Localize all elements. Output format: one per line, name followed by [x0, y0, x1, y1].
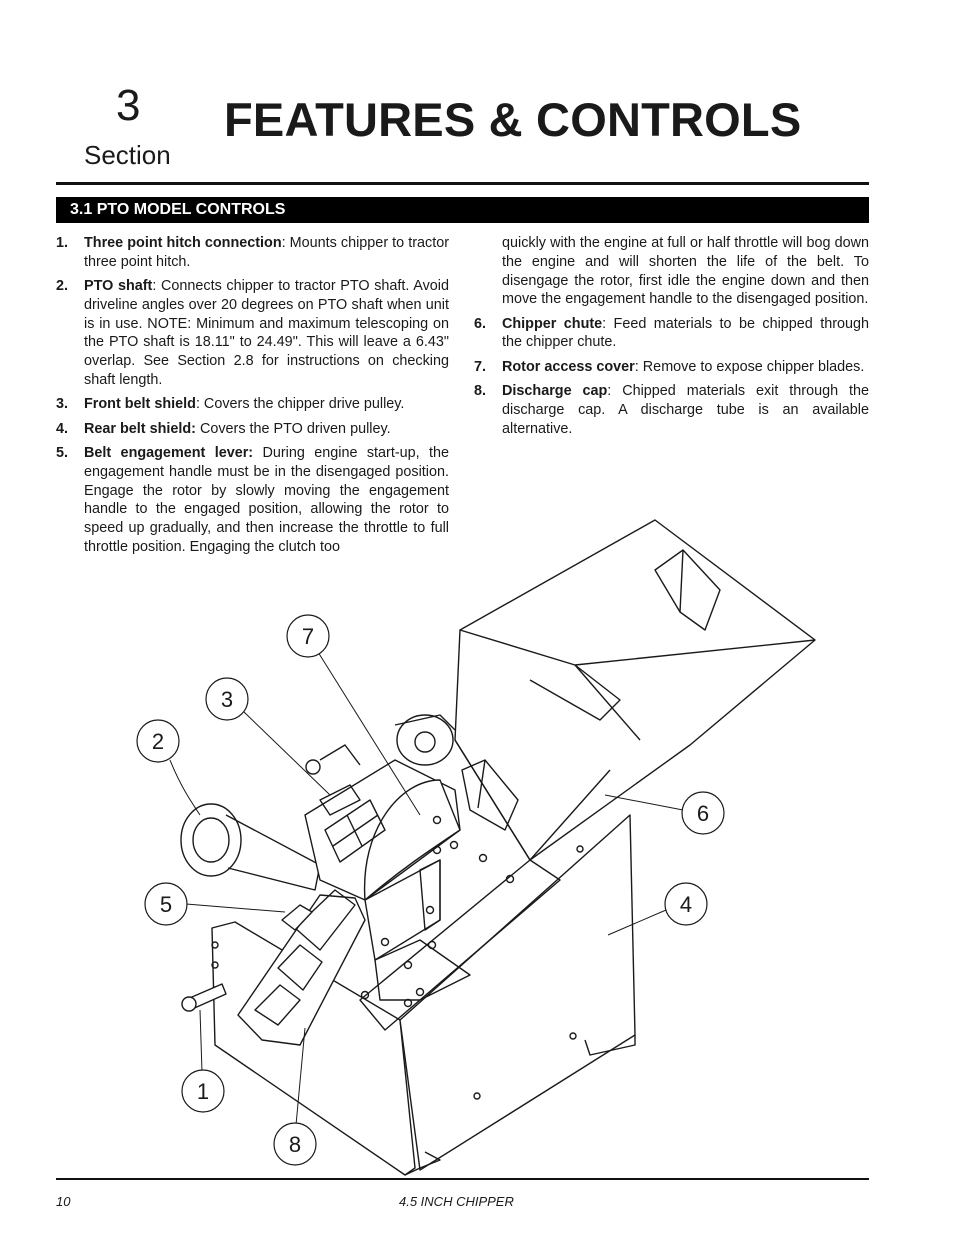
- item-term: Chipper chute: [502, 315, 603, 332]
- list-item-1: 1. Three point hitch connection: Mounts c…: [56, 234, 449, 272]
- leader-line-4: [607, 909, 667, 936]
- footer-rule: [56, 1178, 869, 1180]
- item-text: Covers the PTO driven pulley.: [195, 420, 391, 437]
- leader-line-1: [199, 1009, 203, 1073]
- page-title: FEATURES & CONTROLS: [224, 93, 802, 146]
- section-banner-label: 3.1 PTO MODEL CONTROLS: [70, 201, 286, 218]
- callout-circle-8: [273, 1122, 317, 1166]
- item-term: Front belt shield: [84, 396, 196, 413]
- item-number: 4.: [56, 420, 69, 437]
- section-label: Section: [84, 140, 171, 170]
- item-number: 6.: [474, 315, 487, 332]
- leader-line-5: [185, 903, 286, 913]
- item-term: Rear belt shield:: [84, 420, 196, 437]
- callout-label-6: 6: [697, 801, 709, 826]
- leader-line-7: [317, 651, 421, 816]
- callout-circle-5: [144, 882, 188, 926]
- list-item-2: 2. PTO shaft: Connects chipper to tractor…: [56, 277, 449, 390]
- footer-title: 4.5 INCH CHIPPER: [399, 1194, 514, 1209]
- leader-line-3: [243, 711, 331, 796]
- list-item-6: 6. Chipper chute: Feed materials to be ch…: [474, 315, 869, 353]
- item-number: 5.: [56, 444, 69, 461]
- list-item-3: 3. Front belt shield: Covers the chipper …: [56, 395, 449, 414]
- callout-circle-1: [181, 1069, 225, 1113]
- item-term: Rotor access cover: [502, 358, 635, 375]
- list-item-8: 8. Discharge cap: Chipped materials exit …: [474, 382, 869, 438]
- item-number: 8.: [474, 383, 487, 400]
- page-number: 10: [56, 1194, 71, 1209]
- list-item-5: 5. Belt engagement lever: During engine s…: [56, 444, 449, 557]
- callout-circle-3: [205, 677, 249, 721]
- callout-label-1: 1: [197, 1079, 209, 1104]
- callout-label-2: 2: [152, 729, 164, 754]
- leader-line-8: [295, 1027, 306, 1126]
- belt-engagement-lever: [281, 904, 313, 931]
- chipper-illustration: 7 3 2 6 4 5 1 8: [136, 519, 816, 1176]
- item-number: 1.: [56, 235, 69, 251]
- callout-label-4: 4: [680, 892, 692, 917]
- list-item-7: 7. Rotor access cover: Remove to expose c…: [474, 358, 869, 377]
- pto-shaft-end: [180, 803, 242, 877]
- callout-label-5: 5: [160, 892, 172, 917]
- item-text: : Mounts chipper to tractor three point …: [84, 235, 449, 270]
- item-number: 2.: [56, 278, 69, 295]
- right-column: quickly with the engine at full or half …: [474, 234, 869, 444]
- item-term: Belt engagement lever:: [84, 444, 254, 461]
- callout-circle-4: [664, 882, 708, 926]
- item-text: : Remove to expose chipper blades.: [634, 358, 865, 375]
- rotor-access-cover: [363, 779, 461, 901]
- section-banner: 3.1 PTO MODEL CONTROLS: [56, 197, 869, 223]
- item-text: : Covers the chipper drive pulley.: [195, 396, 405, 413]
- callout-circle-2: [136, 719, 180, 763]
- callout-circle-6: [681, 791, 725, 835]
- item-number: 3.: [56, 396, 69, 413]
- left-column: 1. Three point hitch connection: Mounts c…: [56, 234, 449, 562]
- list-item-4: 4. Rear belt shield: Covers the PTO drive…: [56, 420, 449, 439]
- item-text: : Connects chipper to tractor PTO shaft.…: [84, 278, 449, 389]
- section-number: 3: [116, 81, 141, 130]
- item-text: During engine start-up, the engagement h…: [84, 444, 449, 555]
- leader-line-6: [604, 794, 684, 811]
- item-term: Three point hitch connection: [84, 235, 282, 251]
- header-rule: [56, 182, 869, 185]
- callout-label-3: 3: [221, 687, 233, 712]
- list-item-5-continued: quickly with the engine at full or half …: [502, 235, 869, 308]
- item-text: : Chipped materials exit through the dis…: [502, 383, 869, 437]
- callout-circle-7: [286, 614, 330, 658]
- chipper-chute: [454, 519, 816, 861]
- item-number: 7.: [474, 358, 487, 375]
- callout-label-8: 8: [289, 1132, 301, 1157]
- item-term: Discharge cap: [502, 383, 608, 400]
- callout-label-7: 7: [302, 624, 314, 649]
- item-term: PTO shaft: [84, 278, 153, 295]
- item-text: : Feed materials to be chipped through t…: [502, 315, 869, 351]
- pto-shaft: [225, 814, 321, 891]
- leader-line-2: [169, 759, 201, 816]
